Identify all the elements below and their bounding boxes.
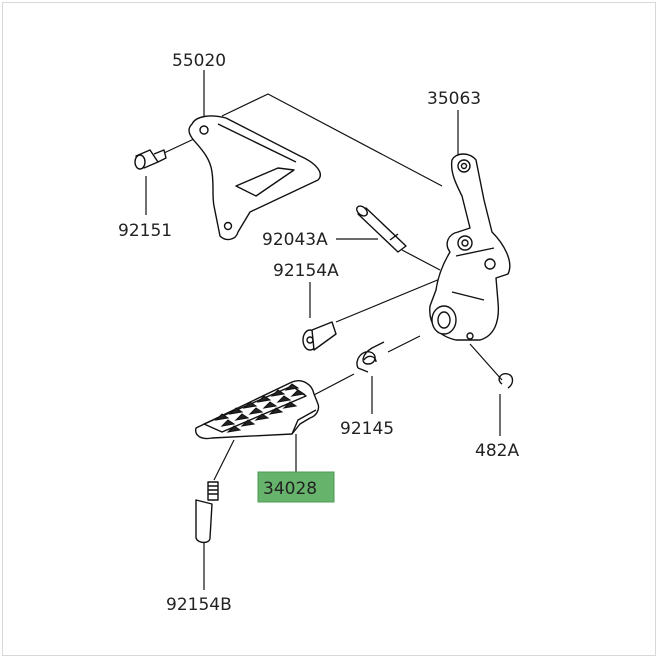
pin-92043A: [356, 205, 407, 253]
label-55020: 55020: [172, 51, 226, 71]
bolt-92154A: [302, 321, 337, 351]
bolt-92154B: [195, 481, 219, 544]
circlip-482A: [498, 372, 514, 389]
footpeg-teeth: [214, 383, 306, 433]
label-92154B: 92154B: [166, 595, 232, 615]
footpeg-34028: [195, 380, 320, 440]
label-92151: 92151: [118, 221, 172, 241]
heel-guard-55020: [188, 115, 321, 241]
spring-92145: [356, 341, 385, 373]
label-92145: 92145: [340, 419, 394, 439]
label-92154A: 92154A: [273, 261, 339, 281]
part-highlight-box: [257, 471, 335, 503]
bracket-35063: [429, 153, 511, 341]
label-482A: 482A: [475, 441, 519, 461]
label-35063: 35063: [427, 89, 481, 109]
label-92043A: 92043A: [262, 230, 328, 250]
bolt-92151: [134, 149, 167, 170]
leader-lines: [145, 70, 503, 590]
label-34028: 34028: [263, 479, 317, 499]
